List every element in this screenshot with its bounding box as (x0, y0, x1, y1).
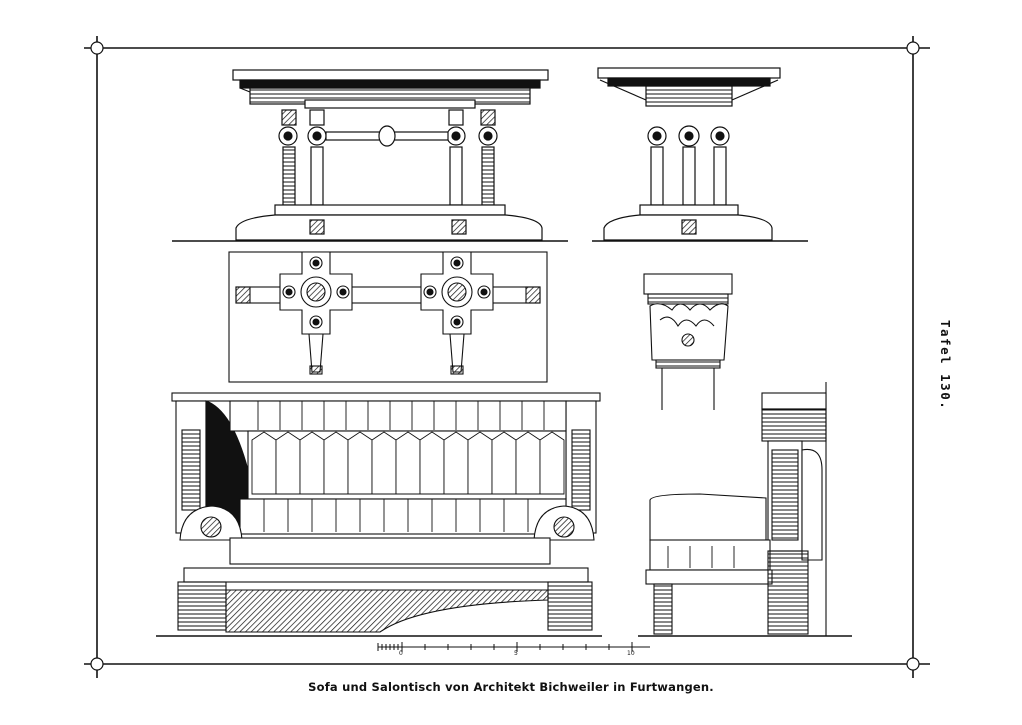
scale-bar (377, 642, 650, 652)
sofa-front-elevation (156, 392, 602, 637)
table-plan-view (228, 251, 548, 383)
sofa-side-elevation (638, 382, 852, 637)
corner-circle-bottom-right (906, 657, 920, 671)
scale-label-0: 0 (399, 650, 403, 657)
scale-label-10: 10 (627, 650, 635, 657)
table-front-elevation (172, 69, 568, 242)
corner-circle-bottom-left (90, 657, 104, 671)
corner-circle-top-left (90, 41, 104, 55)
scale-label-5: 5 (514, 650, 518, 657)
plate-number: Tafel 130. (938, 320, 953, 411)
plate-frame (84, 36, 930, 678)
corner-circle-top-right (906, 41, 920, 55)
table-side-elevation (592, 67, 808, 242)
plate-caption: Sofa und Salontisch von Architekt Bichwe… (308, 680, 714, 694)
capital-detail (643, 273, 733, 410)
